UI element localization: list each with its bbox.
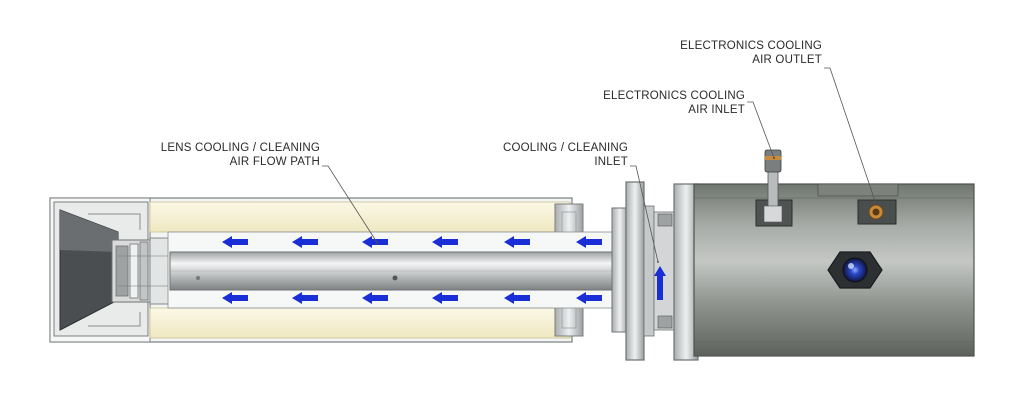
leader-lens-path <box>322 165 379 245</box>
label-lens-cooling-path: LENS COOLING / CLEANING AIR FLOW PATH <box>161 141 320 169</box>
flow-arrow-top-2 <box>292 236 318 248</box>
inlet-tube <box>767 169 779 209</box>
flow-arrow-top-5 <box>504 236 530 248</box>
bolt-bottom <box>657 315 673 329</box>
flow-arrow-bottom-2 <box>292 292 318 304</box>
label-lens-cooling-path-line1: LENS COOLING / CLEANING <box>160 142 320 154</box>
label-lens-cooling-path-line2: AIR FLOW PATH <box>229 156 320 168</box>
flow-arrow-top-1 <box>222 236 248 248</box>
leader-lines <box>322 67 877 263</box>
leader-electronics-inlet <box>747 101 775 159</box>
flow-arrow-bottom-1 <box>222 292 248 304</box>
label-electronics-inlet: ELECTRONICS COOLING AIR INLET <box>603 89 745 117</box>
flow-arrow-top-4 <box>432 236 458 248</box>
flow-arrow-bottom-4 <box>432 292 458 304</box>
label-cooling-inlet-line2: INLET <box>594 156 628 168</box>
inlet-fitting <box>764 149 782 173</box>
viewport-lens <box>842 257 868 283</box>
label-electronics-outlet: ELECTRONICS COOLING AIR OUTLET <box>680 39 822 67</box>
leader-cooling-inlet <box>630 165 659 263</box>
inlet-arrow-up <box>654 266 666 300</box>
flow-arrow-top-6 <box>576 236 602 248</box>
label-electronics-outlet-line2: AIR OUTLET <box>752 54 822 66</box>
flow-arrow-bottom-5 <box>504 292 530 304</box>
insulation-bottom <box>149 307 571 339</box>
bolt-top <box>657 213 673 227</box>
flow-arrow-bottom-6 <box>576 292 602 304</box>
flow-arrow-bottom-3 <box>362 292 388 304</box>
electronics-housing <box>693 149 975 357</box>
label-cooling-inlet: COOLING / CLEANING INLET <box>503 141 628 169</box>
label-electronics-inlet-line1: ELECTRONICS COOLING <box>603 90 745 102</box>
label-cooling-inlet-line1: COOLING / CLEANING <box>502 142 628 154</box>
leader-electronics-outlet <box>824 67 877 205</box>
label-electronics-outlet-line1: ELECTRONICS COOLING <box>680 40 822 52</box>
label-electronics-inlet-line2: AIR INLET <box>688 104 745 116</box>
insulation-top <box>149 201 571 233</box>
lens-holder <box>111 237 171 305</box>
flow-arrow-top-3 <box>362 236 388 248</box>
mounting-flange <box>611 181 699 361</box>
flow-arrows <box>222 236 666 304</box>
